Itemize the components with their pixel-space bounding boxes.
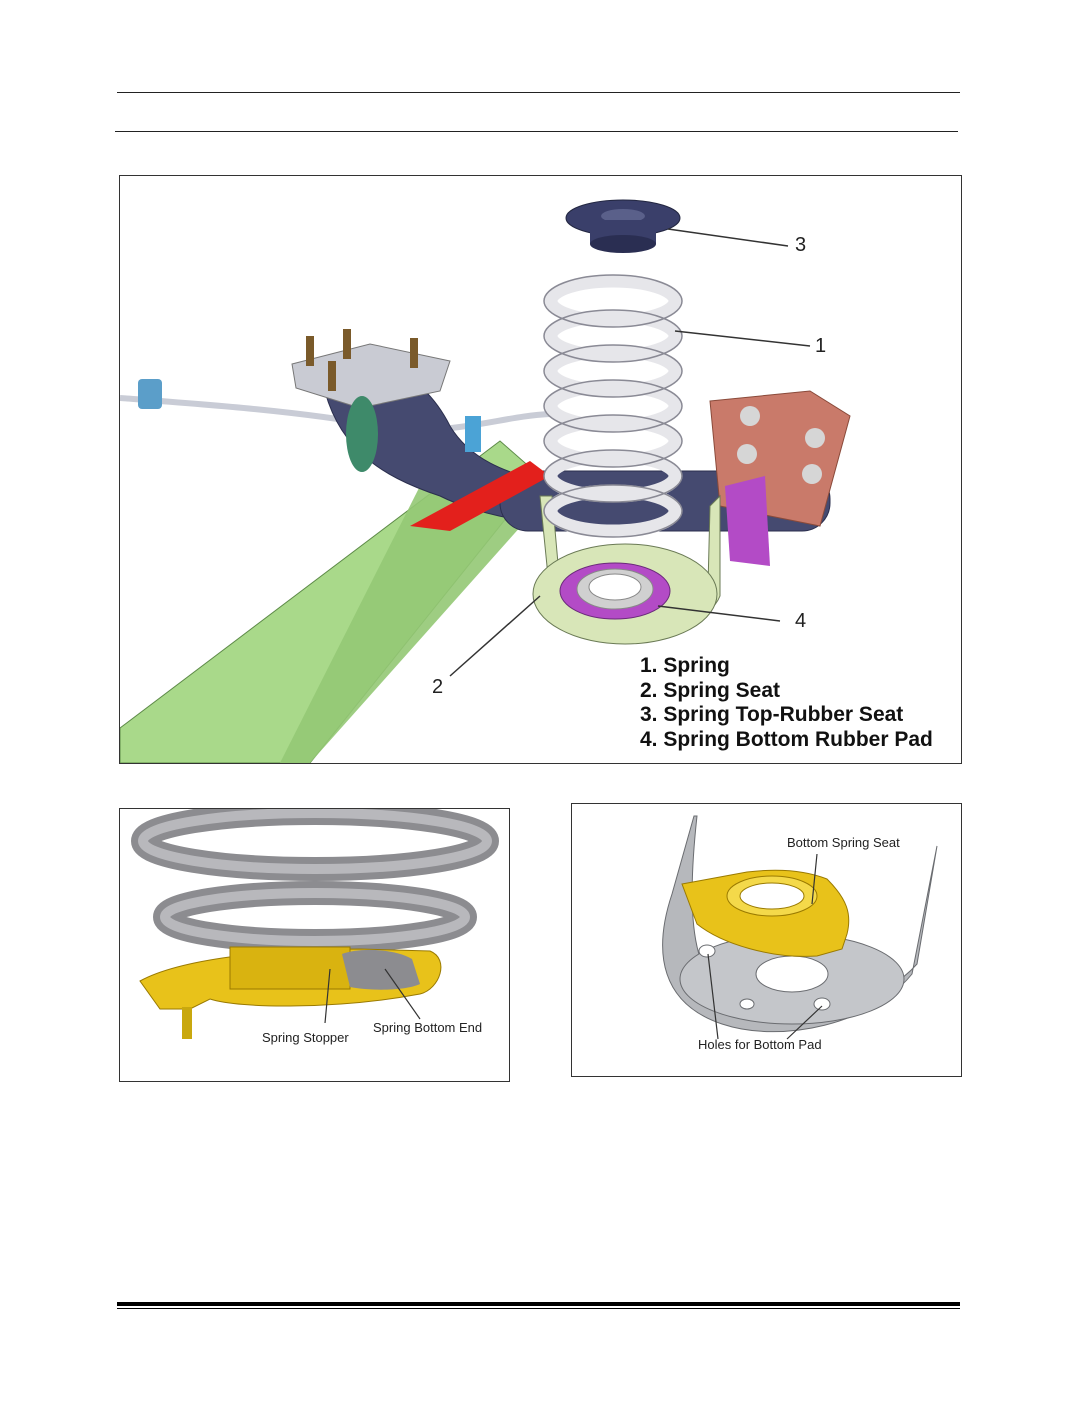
legend: 1. Spring 2. Spring Seat 3. Spring Top-R… <box>640 654 933 752</box>
left-detail-illustration <box>131 809 499 1039</box>
right-detail-illustration <box>662 815 938 1040</box>
main-figure-illustration <box>120 199 851 763</box>
callout-2: 2 <box>432 676 444 698</box>
main-figure: 3 1 4 2 1. Spring 2. Spring Seat 3. Spri… <box>119 175 962 764</box>
red-bracket-shape <box>410 461 550 531</box>
legend-item: 4. Spring Bottom Rubber Pad <box>640 727 933 751</box>
legend-item: 3. Spring Top-Rubber Seat <box>640 703 904 726</box>
left-detail-figure: Spring Stopper Spring Bottom End <box>119 808 510 1082</box>
spring-bottom-end-label: Spring Bottom End <box>373 1020 483 1035</box>
spring-stopper-label: Spring Stopper <box>262 1030 349 1045</box>
legend-item: 1. Spring <box>640 654 730 677</box>
callout-1: 1 <box>815 335 827 357</box>
callout-3: 3 <box>795 234 807 256</box>
callout-4: 4 <box>795 610 807 632</box>
bottom-spring-seat-label: Bottom Spring Seat <box>787 835 900 850</box>
header-rule-top <box>117 92 960 93</box>
cable-clip-shape <box>138 379 162 409</box>
right-detail-figure: Bottom Spring Seat Holes for Bottom Pad <box>571 803 962 1077</box>
holes-for-bottom-pad-label: Holes for Bottom Pad <box>698 1037 822 1052</box>
header-rule-bottom <box>115 131 958 132</box>
coil-spring <box>544 274 682 538</box>
top-rubber-seat <box>565 199 681 253</box>
legend-item: 2. Spring Seat <box>640 678 781 702</box>
footer-rule-thick <box>117 1302 960 1306</box>
footer-rule-thin <box>117 1308 960 1309</box>
